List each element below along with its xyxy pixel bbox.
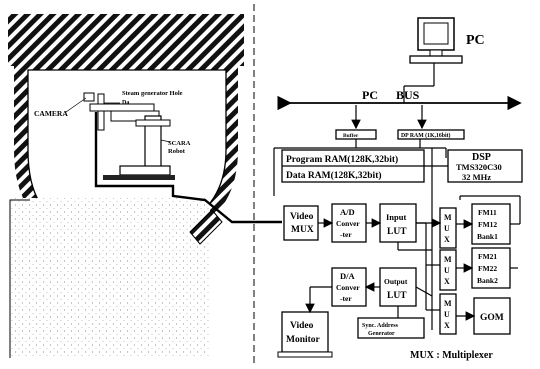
dp-ram-label: DP RAM (1K,16bit): [401, 132, 450, 139]
nozzle: [189, 209, 223, 245]
output-lut-block: [379, 267, 417, 307]
frame-memory-bank2: [471, 247, 511, 289]
mux-b-u: U: [444, 266, 450, 275]
video-monitor: [277, 311, 333, 358]
fm2-label-1: FM21: [478, 252, 497, 261]
fm2-label-2: FM22: [478, 264, 497, 273]
input-lut-label-2: LUT: [387, 227, 407, 237]
mux-c-m: M: [444, 299, 452, 308]
video-mux-label-1: Video: [290, 212, 314, 222]
camera-body: [83, 92, 95, 102]
output-lut-label-1: Output: [384, 277, 408, 286]
da-label-1: D/A: [340, 271, 356, 281]
data-ram-label: Data RAM(128K,32bit): [286, 170, 382, 181]
fm2-label-3: Bank2: [477, 276, 498, 285]
sync-address-generator: [357, 317, 425, 339]
scara-label-2: Robot: [168, 148, 186, 155]
ad-label-1: A/D: [340, 207, 355, 217]
mux-c-block: [439, 293, 457, 335]
ad-label-3: -ter: [340, 230, 352, 239]
pc-bus-label-2: BUS: [396, 88, 420, 102]
ceiling-hatch: [8, 14, 244, 66]
sync-label-2: Generator: [368, 331, 395, 337]
gom-block: [473, 297, 511, 335]
robot-cell-illustration: CAMERA Steam generator Hole Da SCARA Rob…: [8, 14, 282, 358]
pc-label: PC: [466, 33, 485, 48]
pc-bus-label-1: PC: [362, 88, 378, 102]
camera-label: CAMERA: [34, 109, 68, 118]
video-mux-label-2: MUX: [291, 225, 314, 235]
pc-computer-icon: [409, 17, 463, 64]
steam-hole-label: Steam generator Hole: [122, 90, 183, 97]
mux-a-m: M: [444, 213, 452, 222]
monitor-label-2: Monitor: [286, 335, 321, 345]
program-ram-label: Program RAM(128K,32bit): [286, 154, 398, 165]
dsp-block: [447, 149, 523, 183]
mux-b-m: M: [444, 255, 452, 264]
dsp-label-3: 32 MHz: [462, 172, 491, 182]
scara-label-1: SCARA: [168, 140, 191, 147]
lower-vessel-outline: [9, 199, 30, 358]
da-label-2: Conver: [336, 283, 360, 292]
mux-c-x: X: [444, 321, 450, 330]
monitor-label-1: Video: [290, 321, 314, 331]
mux-c-u: U: [444, 310, 450, 319]
mux-a-block: [439, 207, 457, 249]
mux-b-x: X: [444, 277, 450, 286]
gom-label: GOM: [480, 313, 504, 323]
ad-label-2: Conver: [336, 219, 360, 228]
input-lut-label-1: Input: [386, 212, 406, 222]
mux-a-u: U: [444, 224, 450, 233]
mux-b-block: [439, 249, 457, 291]
output-lut-label-2: LUT: [387, 291, 407, 301]
scara-robot: [83, 92, 175, 180]
da-label-3: -ter: [340, 294, 352, 303]
frame-memory-bank1: [471, 203, 511, 245]
fm1-label-1: FM11: [478, 208, 497, 217]
dsp-label-1: DSP: [472, 152, 491, 163]
video-mux-block: [283, 205, 319, 241]
dp-ram-block: [397, 129, 465, 140]
camera-cable: [94, 112, 282, 224]
lower-vessel-body: [10, 198, 210, 358]
legend-mux-multiplexer: MUX : Multiplexer: [410, 350, 493, 361]
signal-wires: [273, 175, 521, 321]
fm1-label-3: Bank1: [477, 232, 498, 241]
sync-label-1: Sync. Address: [362, 323, 399, 329]
da-label: Da: [122, 100, 129, 106]
fm1-label-2: FM12: [478, 220, 497, 229]
mux-a-x: X: [444, 235, 450, 244]
buffer-label: Buffer: [343, 133, 359, 139]
dsp-label-2: TMS320C30: [456, 162, 502, 172]
